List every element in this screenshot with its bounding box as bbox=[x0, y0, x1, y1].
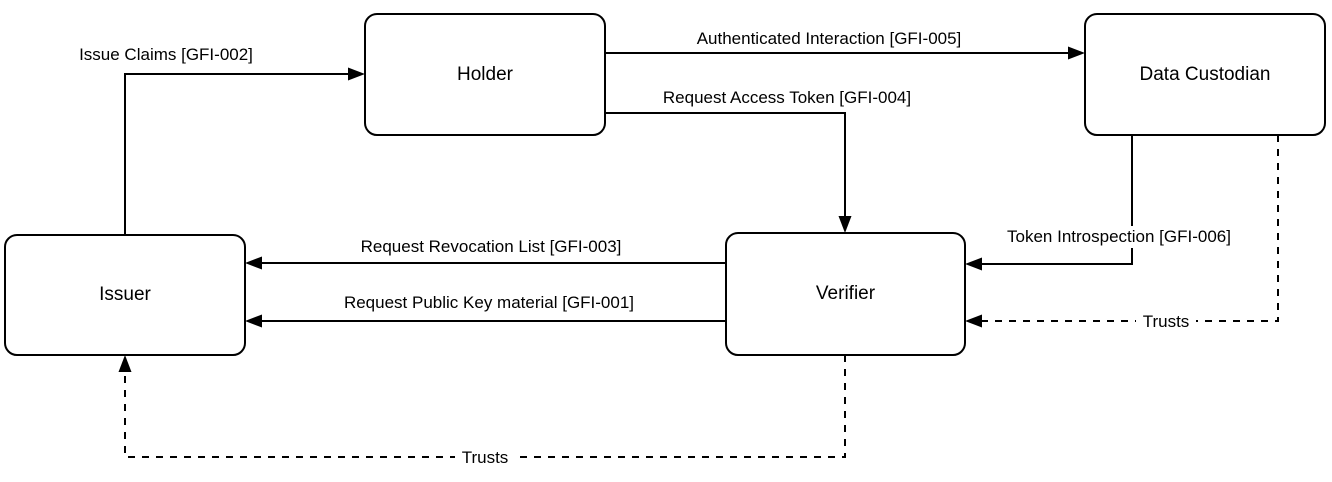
edge-label-gfi-005-bg bbox=[648, 28, 1010, 50]
node-data-custodian-label: Data Custodian bbox=[1140, 64, 1271, 85]
edge-label-gfi-004-text: Request Access Token [GFI-004] bbox=[663, 88, 911, 107]
node-data-custodian[interactable]: Data Custodian bbox=[1084, 13, 1326, 136]
node-verifier[interactable]: Verifier bbox=[725, 232, 966, 356]
edge-gfi-006-arrowhead bbox=[965, 257, 982, 271]
node-holder-label: Holder bbox=[457, 64, 514, 85]
edge-gfi-005 bbox=[605, 46, 1085, 60]
edge-gfi-003 bbox=[245, 256, 726, 270]
edge-gfi-006 bbox=[965, 135, 1133, 271]
edge-trusts-verifier-issuer bbox=[118, 355, 846, 458]
edge-label-gfi-001: Request Public Key material [GFI-001] bbox=[297, 292, 681, 314]
node-issuer-label: Issuer bbox=[99, 284, 151, 305]
edge-trusts-verifier-issuer-arrowhead bbox=[118, 355, 132, 372]
edge-label-gfi-001-text: Request Public Key material [GFI-001] bbox=[344, 293, 634, 312]
node-holder[interactable]: Holder bbox=[364, 13, 606, 136]
edge-label-gfi-002: Issue Claims [GFI-002] bbox=[50, 44, 282, 66]
edge-label-trusts-vi-bg bbox=[455, 447, 515, 468]
edge-label-gfi-003-bg bbox=[315, 236, 667, 258]
node-verifier-label: Verifier bbox=[816, 283, 876, 304]
edge-trusts-custodian-verifier bbox=[965, 135, 1279, 328]
edge-label-trusts-cv-bg bbox=[1136, 311, 1196, 332]
edge-gfi-004-arrowhead bbox=[838, 216, 852, 233]
edge-label-trusts-cv-text: Trusts bbox=[1143, 312, 1190, 331]
edge-gfi-001 bbox=[245, 314, 726, 328]
edge-label-gfi-005: Authenticated Interaction [GFI-005] bbox=[648, 28, 1010, 50]
edge-label-gfi-001-bg bbox=[297, 292, 681, 314]
edge-trusts-verifier-issuer-line bbox=[124, 355, 846, 458]
edge-label-gfi-006: Token Introspection [GFI-006] bbox=[971, 226, 1267, 248]
edge-gfi-006-line bbox=[978, 135, 1133, 265]
edge-gfi-002 bbox=[124, 67, 365, 235]
node-verifier-box[interactable] bbox=[725, 232, 966, 356]
node-data-custodian-box[interactable] bbox=[1084, 13, 1326, 136]
edge-gfi-002-arrowhead bbox=[348, 67, 365, 81]
edge-label-gfi-003-text: Request Revocation List [GFI-003] bbox=[361, 237, 622, 256]
edge-trusts-custodian-verifier-line bbox=[978, 135, 1279, 322]
node-issuer[interactable]: Issuer bbox=[4, 234, 246, 356]
edge-gfi-004-line bbox=[605, 112, 846, 220]
edge-gfi-001-arrowhead bbox=[245, 314, 262, 328]
node-holder-box[interactable] bbox=[364, 13, 606, 136]
edge-label-gfi-006-bg bbox=[971, 226, 1267, 248]
node-issuer-box[interactable] bbox=[4, 234, 246, 356]
edge-label-trusts-verifier-issuer: Trusts bbox=[455, 447, 515, 468]
edge-gfi-005-arrowhead bbox=[1068, 46, 1085, 60]
edge-trusts-custodian-verifier-arrowhead bbox=[965, 314, 982, 328]
edge-label-trusts-vi-text: Trusts bbox=[462, 448, 509, 467]
edge-gfi-002-line bbox=[124, 73, 352, 235]
edge-label-gfi-002-bg bbox=[50, 44, 282, 66]
edge-label-gfi-004: Request Access Token [GFI-004] bbox=[622, 87, 952, 109]
edge-label-gfi-003: Request Revocation List [GFI-003] bbox=[315, 236, 667, 258]
edge-gfi-003-arrowhead bbox=[245, 256, 262, 270]
edge-label-gfi-006-text: Token Introspection [GFI-006] bbox=[1007, 227, 1231, 246]
edge-label-trusts-custodian-verifier: Trusts bbox=[1136, 311, 1196, 332]
edge-label-gfi-002-text: Issue Claims [GFI-002] bbox=[79, 45, 253, 64]
edge-label-gfi-004-bg bbox=[622, 87, 952, 109]
edge-gfi-004 bbox=[605, 112, 852, 233]
edge-label-gfi-005-text: Authenticated Interaction [GFI-005] bbox=[697, 29, 962, 48]
